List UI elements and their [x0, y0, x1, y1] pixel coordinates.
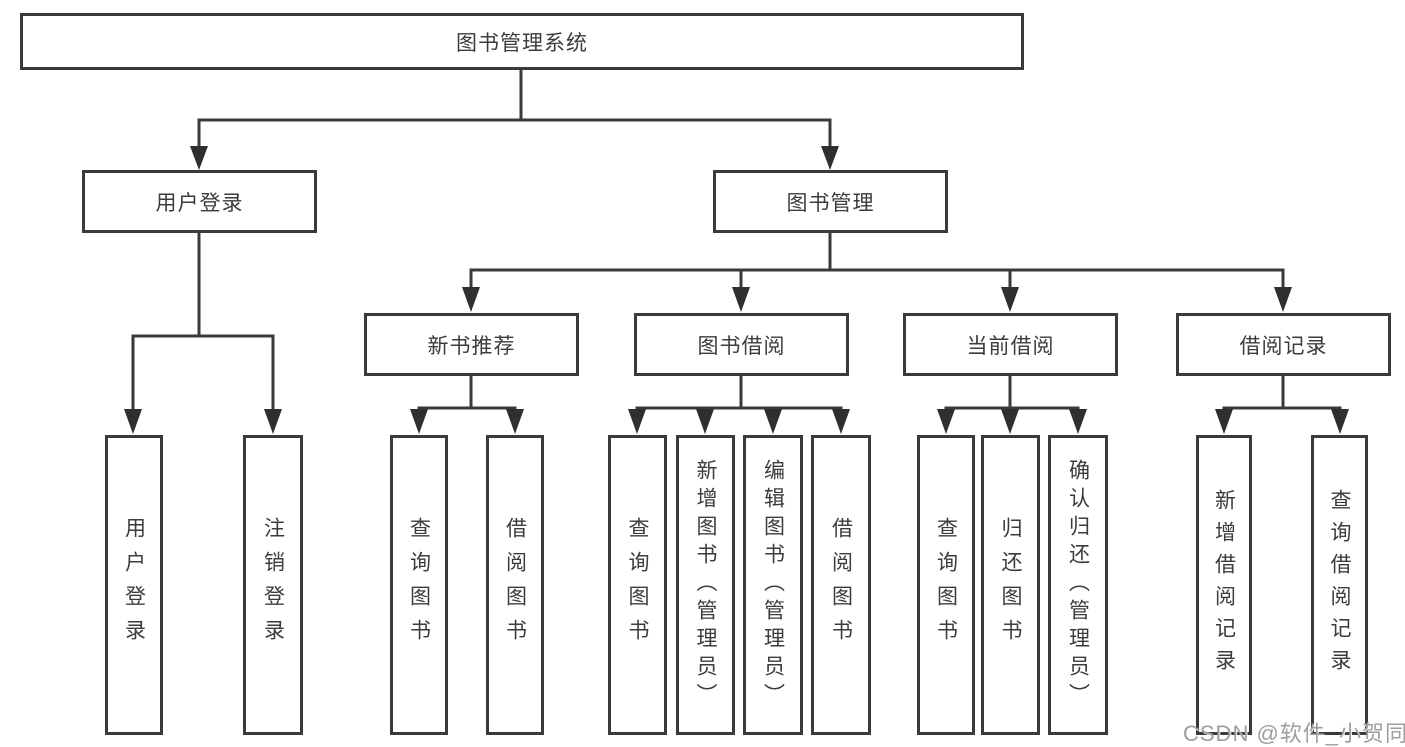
node-user-login: 用户登录	[82, 170, 317, 233]
node-leaf-nb-query-book: 查询图书	[390, 435, 448, 735]
node-book-borrow: 图书借阅	[634, 313, 849, 376]
node-current-borrow: 当前借阅	[903, 313, 1118, 376]
node-leaf-bb-query-book: 查询图书	[608, 435, 667, 735]
connector-book-borrow-to-children	[628, 376, 850, 434]
node-leaf-bb-borrow-book: 借阅图书	[811, 435, 871, 735]
node-book-mgmt: 图书管理	[713, 170, 948, 233]
connector-current-borrow-to-children	[937, 376, 1087, 434]
node-root: 图书管理系统	[20, 13, 1024, 70]
connector-user-login-to-children	[124, 233, 282, 434]
node-leaf-bb-edit-book: 编辑图书（管理员）	[743, 435, 803, 735]
node-new-book-rec: 新书推荐	[364, 313, 579, 376]
node-leaf-br-query-record: 查询借阅记录	[1311, 435, 1368, 735]
connector-root-to-level2	[190, 70, 839, 170]
node-leaf-bb-add-book: 新增图书（管理员）	[676, 435, 735, 735]
connector-borrow-records-to-children	[1215, 376, 1349, 434]
node-leaf-logout: 注销登录	[243, 435, 303, 735]
node-leaf-cb-return-book: 归还图书	[981, 435, 1040, 735]
csdn-watermark: CSDN @软件_小贺同学	[1183, 721, 1405, 746]
node-leaf-cb-query-book: 查询图书	[917, 435, 975, 735]
node-leaf-br-add-record: 新增借阅记录	[1196, 435, 1252, 735]
connector-book-mgmt-to-level3	[462, 233, 1292, 312]
node-leaf-cb-confirm-return: 确认归还（管理员）	[1048, 435, 1108, 735]
connector-new-book-rec-to-children	[410, 376, 524, 434]
node-leaf-user-login: 用户登录	[105, 435, 163, 735]
node-borrow-records: 借阅记录	[1176, 313, 1391, 376]
node-leaf-nb-borrow-book: 借阅图书	[486, 435, 544, 735]
